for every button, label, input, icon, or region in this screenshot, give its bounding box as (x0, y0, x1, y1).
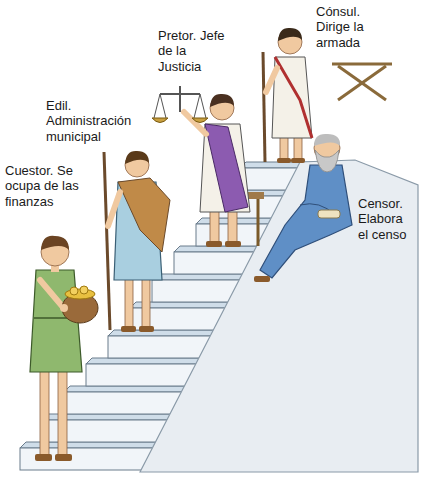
consul-figure (263, 28, 312, 163)
quaestor-figure (30, 236, 98, 461)
aedile-figure (104, 151, 170, 332)
curule-chair (332, 64, 392, 100)
censor-figure (254, 134, 352, 282)
magistrate-label: Cónsul. Dirige la armada (316, 4, 392, 50)
magistrate-label: Censor. Elabora el censo (358, 196, 416, 242)
magistrate-label: Edil. Administración municipal (46, 98, 150, 144)
magistrate-label: Pretor. Jefe de la Justicia (158, 28, 232, 74)
praetor-figure (152, 86, 264, 247)
stair-side-wall (140, 160, 418, 472)
magistrate-label: Cuestor. Se ocupa de las finanzas (5, 163, 105, 209)
